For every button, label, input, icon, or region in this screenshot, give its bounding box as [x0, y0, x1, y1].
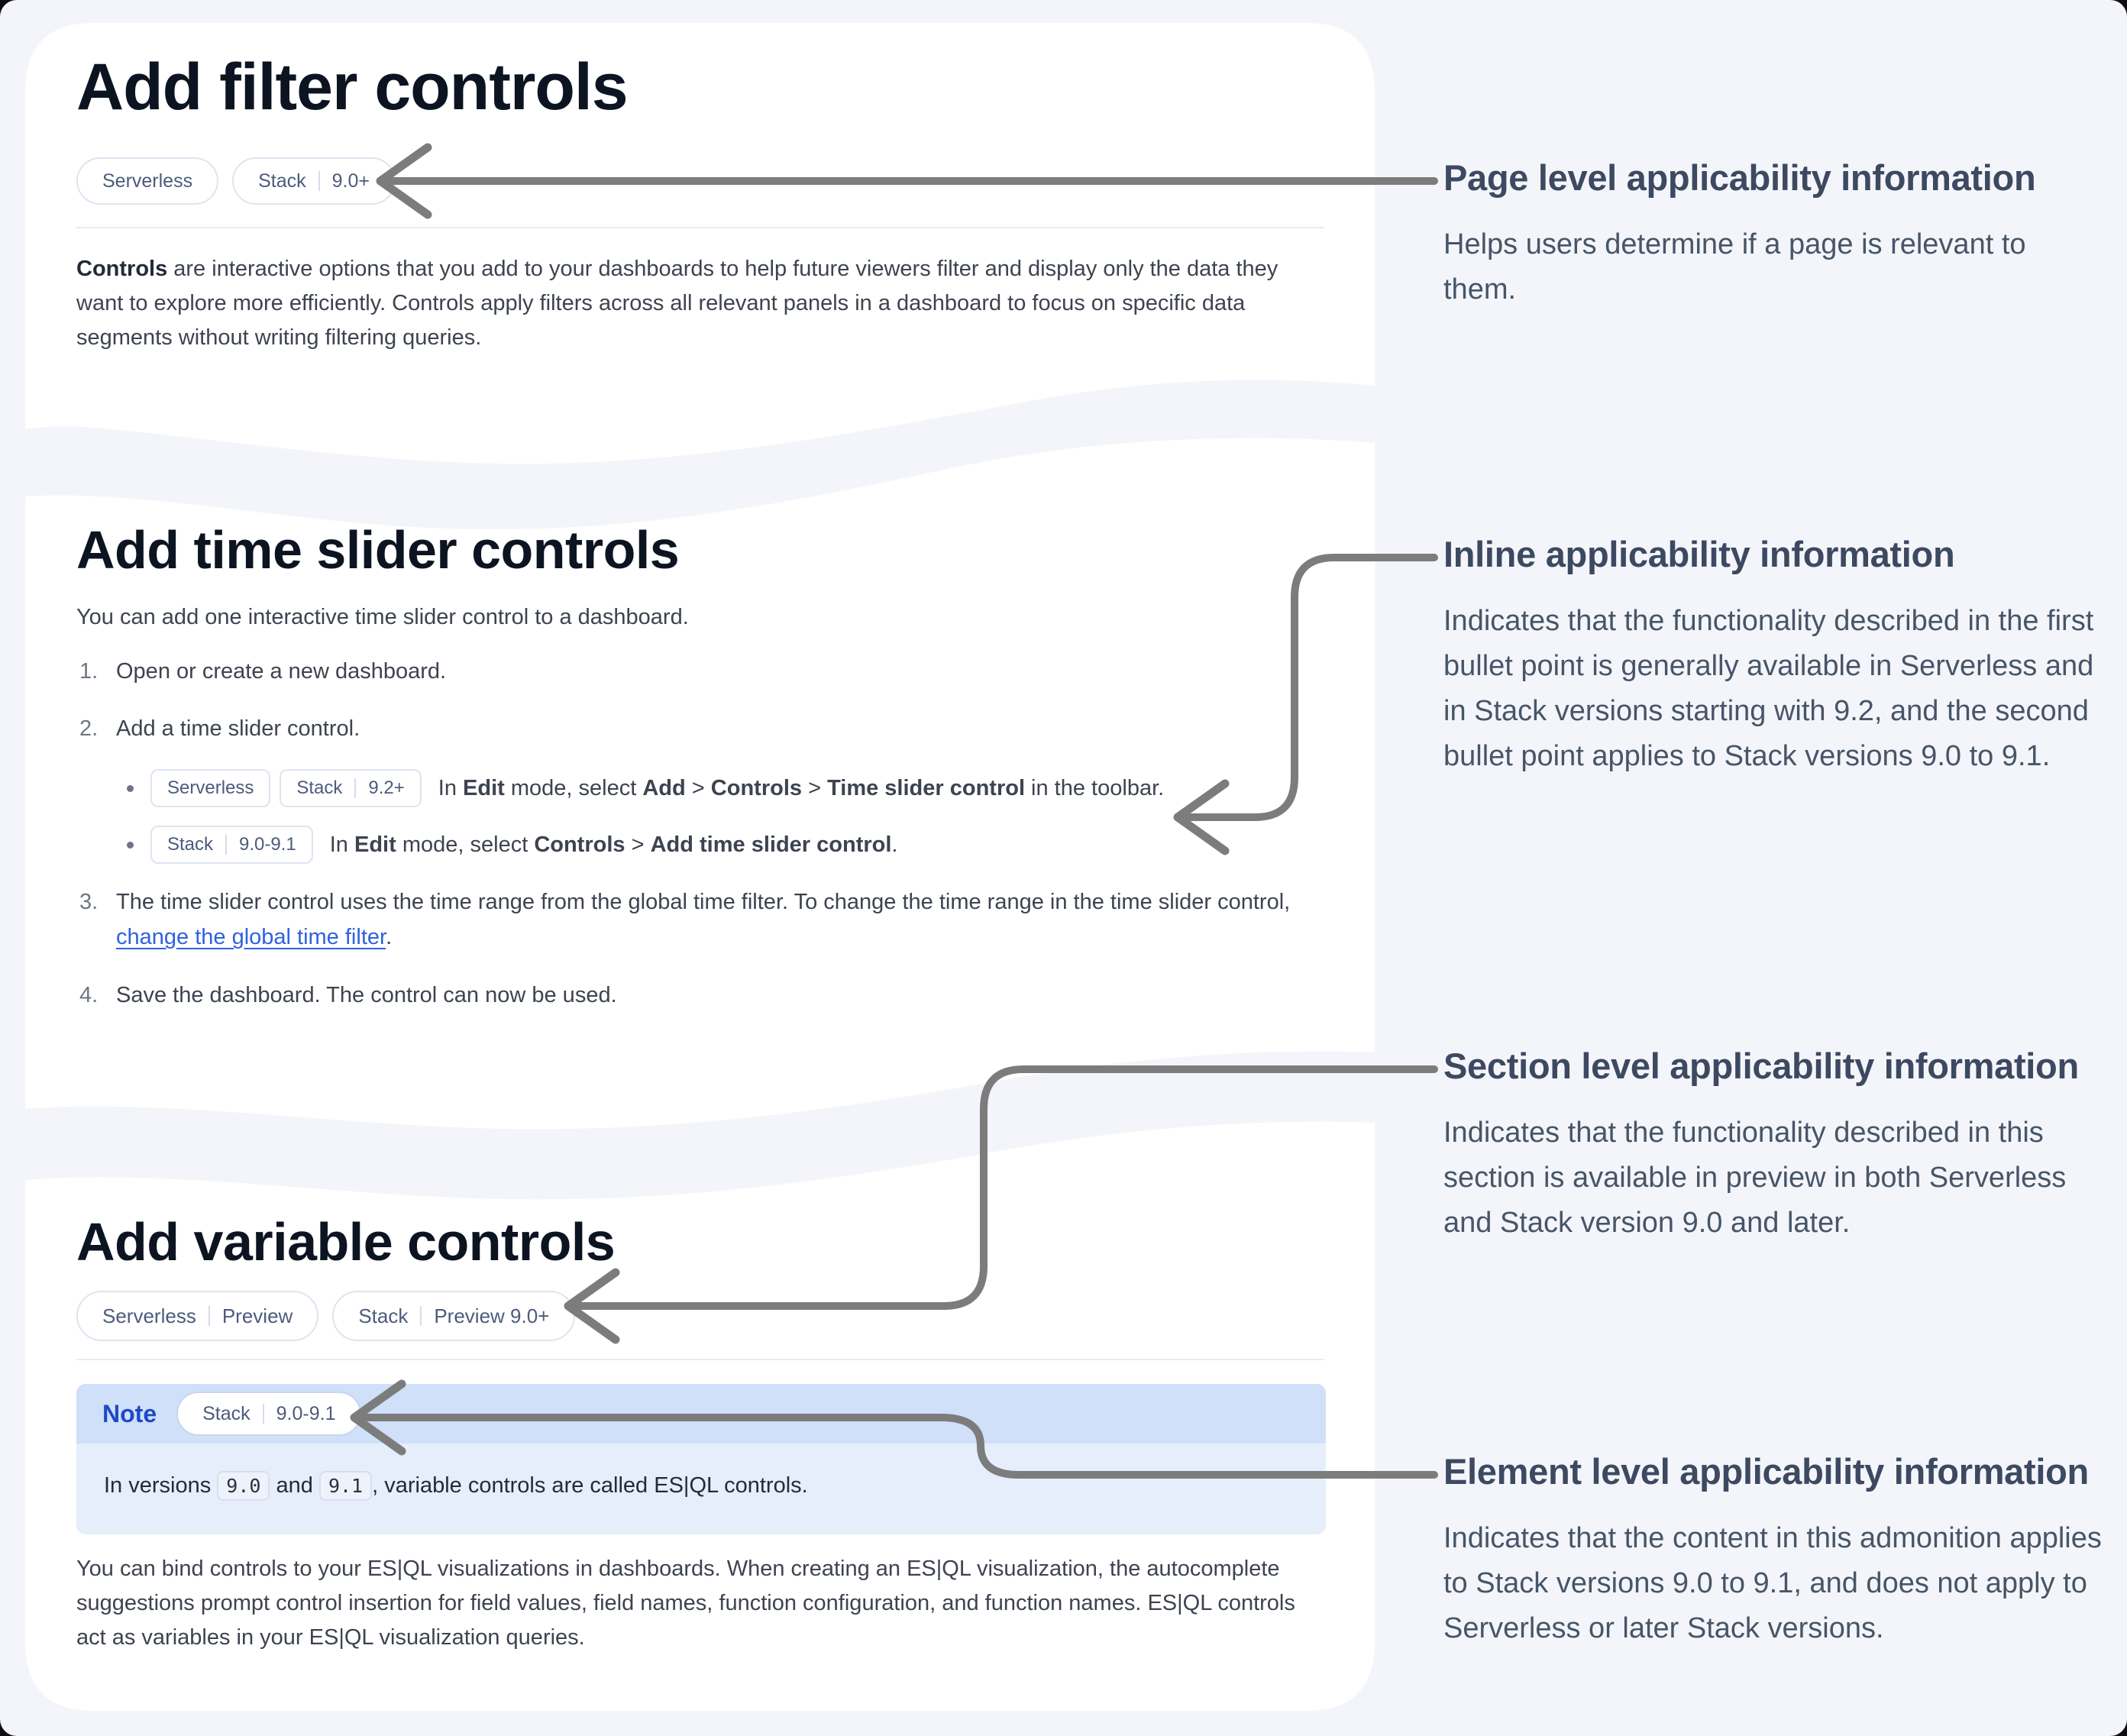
stack-version-badge: Stack 9.0-9.1 — [176, 1392, 362, 1436]
step-number: 1. — [79, 659, 99, 684]
global-time-filter-link[interactable]: change the global time filter — [116, 925, 386, 949]
page-title: Add filter controls — [76, 50, 629, 124]
step-3: 3. The time slider control uses the time… — [79, 884, 1324, 955]
bullet-text: In Edit mode, select Controls > Add time… — [329, 832, 898, 857]
stack-version-badge: Stack 9.0+ — [232, 157, 396, 205]
badge-version: 9.0+ — [331, 170, 370, 192]
note-label: Note — [102, 1399, 157, 1427]
section-title-variable-controls: Add variable controls — [76, 1212, 616, 1272]
annotation-title: Element level applicability information — [1443, 1451, 2089, 1492]
bullet-stack-90-91: Stack 9.0-9.1 In Edit mode, select Contr… — [127, 825, 897, 865]
badge-divider — [318, 171, 320, 191]
page-applicability-badges: Serverless Stack 9.0+ — [76, 157, 396, 205]
step-1: 1. Open or create a new dashboard. — [79, 654, 1317, 689]
annotation-body: Helps users determine if a page is relev… — [1443, 228, 2026, 305]
stack-version-badge: Stack 9.0-9.1 — [150, 826, 313, 864]
step-4: 4. Save the dashboard. The control can n… — [79, 978, 1317, 1013]
badge-lifecycle-version: Preview 9.0+ — [434, 1304, 550, 1327]
badge-divider — [262, 1404, 264, 1424]
badge-divider — [225, 835, 228, 855]
annotation-title: Section level applicability information — [1443, 1046, 2079, 1086]
section-title-time-slider: Add time slider controls — [76, 520, 680, 580]
bullet-dot-icon — [127, 841, 134, 849]
bullet-serverless-stack-92: Serverless Stack 9.2+ In Edit mode, sele… — [127, 768, 1164, 808]
badge-version: 9.0-9.1 — [276, 1402, 336, 1424]
section-level-arrow-line — [572, 1065, 1438, 1310]
annotation-body: Indicates that the content in this admon… — [1443, 1522, 2102, 1644]
bullet-text: In Edit mode, select Add > Controls > Ti… — [438, 775, 1165, 800]
annotation-element-level: Element level applicability information … — [1443, 1450, 2116, 1651]
badge-product: Serverless — [102, 1304, 196, 1327]
section-applicability-badges: Serverless Preview Stack Preview 9.0+ — [76, 1291, 576, 1341]
badge-product: Stack — [202, 1402, 251, 1424]
annotation-inline-level: Inline applicability information Indicat… — [1443, 533, 2116, 779]
bold-controls-term: Controls — [76, 257, 168, 281]
note-body: In versions 9.0 and 9.1, variable contro… — [76, 1443, 1326, 1534]
badge-lifecycle: Preview — [221, 1304, 293, 1327]
serverless-badge: Serverless — [150, 769, 271, 807]
annotation-body: Indicates that the functionality describ… — [1443, 605, 2094, 772]
badge-divider — [354, 778, 357, 798]
badge-product: Stack — [296, 777, 343, 798]
section-divider — [76, 1359, 1324, 1360]
badge-divider — [420, 1306, 422, 1326]
note-text: In versions 9.0 and 9.1, variable contro… — [104, 1471, 808, 1501]
badge-divider — [208, 1306, 210, 1326]
step-number: 4. — [79, 983, 99, 1007]
inline-arrowhead-icon — [1173, 779, 1230, 855]
badge-version: 9.0-9.1 — [239, 834, 296, 855]
serverless-badge: Serverless — [76, 157, 219, 205]
step-text: Open or create a new dashboard. — [116, 659, 447, 684]
annotation-section-level: Section level applicability information … — [1443, 1045, 2116, 1246]
note-header: Note Stack 9.0-9.1 — [76, 1384, 1326, 1443]
badge-version: 9.2+ — [368, 777, 405, 798]
time-slider-intro: You can add one interactive time slider … — [76, 605, 689, 629]
step-text: Save the dashboard. The control can now … — [116, 983, 617, 1007]
version-code: 9.1 — [318, 1471, 373, 1501]
annotation-title: Page level applicability information — [1443, 157, 2036, 198]
badge-product: Stack — [358, 1304, 409, 1327]
badge-product: Serverless — [167, 777, 254, 798]
badge-product: Stack — [167, 834, 214, 855]
serverless-preview-badge: Serverless Preview — [76, 1291, 319, 1341]
annotation-page-level: Page level applicability information Hel… — [1443, 157, 2116, 312]
annotation-title: Inline applicability information — [1443, 534, 1955, 574]
stack-preview-badge: Stack Preview 9.0+ — [332, 1291, 576, 1341]
version-code: 9.0 — [217, 1471, 270, 1501]
intro-paragraph-text: are interactive options that you add to … — [76, 257, 1278, 350]
variable-controls-paragraph: You can bind controls to your ES|QL visu… — [76, 1557, 1295, 1650]
stack-version-badge: Stack 9.2+ — [280, 769, 422, 807]
note-admonition: Note Stack 9.0-9.1 In versions 9.0 and 9… — [76, 1384, 1326, 1534]
step-text: Add a time slider control. — [116, 716, 360, 741]
annotation-body: Indicates that the functionality describ… — [1443, 1117, 2067, 1239]
intro-paragraph: Controls are interactive options that yo… — [76, 252, 1298, 355]
step-number: 2. — [79, 716, 99, 741]
step-text: The time slider control uses the time ra… — [116, 890, 1291, 949]
section-divider — [76, 227, 1324, 228]
step-number: 3. — [79, 890, 99, 914]
badge-product: Serverless — [102, 170, 193, 192]
badge-product: Stack — [258, 170, 306, 192]
step-2: 2. Add a time slider control. — [79, 711, 1317, 746]
bullet-dot-icon — [127, 784, 134, 792]
